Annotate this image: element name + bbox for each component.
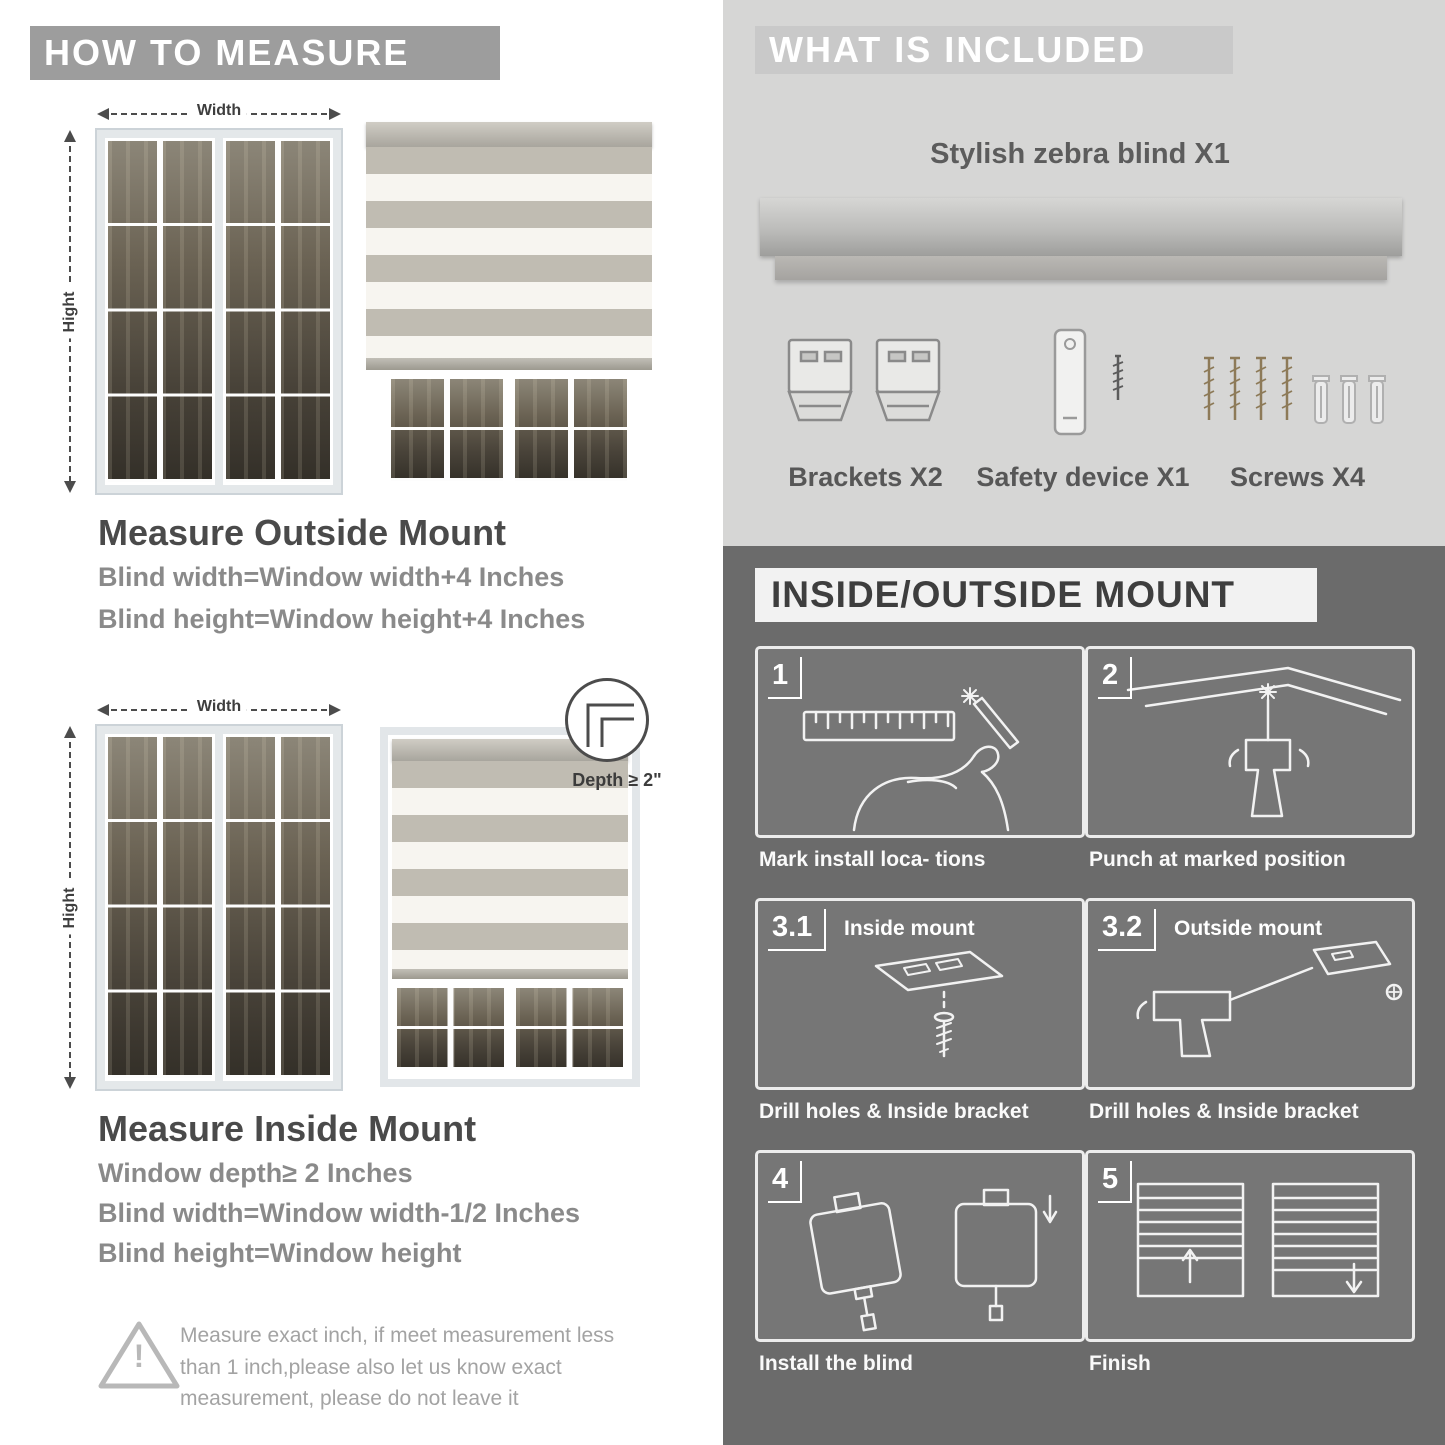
blind-bottomrail	[392, 969, 628, 979]
measure-formula: Blind height=Window height	[98, 1238, 462, 1268]
step-number: 5	[1098, 1161, 1133, 1203]
step-panel-2: 2	[1085, 646, 1415, 838]
outside-bracket-illustration	[1136, 940, 1403, 1058]
step-caption: Drill holes & Inside bracket	[1089, 1100, 1359, 1123]
mark-locations-illustration	[802, 687, 1020, 832]
zebra-blind-valance	[775, 256, 1387, 280]
drill-illustration	[1126, 666, 1402, 818]
zebra-blind-illustration	[366, 122, 652, 490]
outside-mount-title: Measure Outside Mount	[98, 512, 507, 553]
window-muntins	[515, 378, 627, 481]
zebra-blind-label: Stylish zebra blind X1	[930, 138, 1230, 170]
window-muntins	[226, 737, 330, 1078]
blind-bottomrail	[366, 358, 652, 370]
width-arrow: Width	[95, 101, 343, 125]
window-illustration	[95, 128, 343, 495]
mount-instructions-section: INSIDE/OUTSIDE MOUNT 1 Mark install loca…	[723, 546, 1445, 1445]
blind-headrail	[392, 739, 628, 761]
window-sash	[105, 734, 215, 1081]
height-label: Hight	[61, 881, 79, 934]
step-number: 3.2	[1098, 909, 1157, 951]
what-is-included-header: WHAT IS INCLUDED	[755, 26, 1233, 74]
height-label: Hight	[61, 285, 79, 338]
step-inner-label: Inside mount	[844, 917, 975, 940]
window-below-blind	[392, 979, 628, 1075]
window-sash	[223, 138, 333, 485]
window-sash	[394, 985, 507, 1073]
install-blind-illustration	[809, 1188, 1058, 1332]
window-below-blind	[382, 369, 636, 490]
depth-label: Depth ≥ 2"	[572, 770, 662, 790]
warning-mark: !	[133, 1338, 145, 1374]
step-panel-5: 5	[1085, 1150, 1415, 1342]
width-label: Width	[190, 102, 248, 120]
window-muntins	[226, 141, 330, 482]
measure-formula: Blind height=Window height+4 Inches	[98, 604, 586, 634]
inside-bracket-illustration	[874, 950, 1004, 1058]
safety-device-label: Safety device X1	[976, 462, 1190, 492]
screw-icon	[1112, 354, 1124, 400]
step-caption: Punch at marked position	[1089, 848, 1346, 871]
warning-triangle-icon	[98, 1321, 180, 1389]
depth-callout	[565, 678, 649, 762]
what-is-included-section: WHAT IS INCLUDED Stylish zebra blind X1	[723, 0, 1445, 546]
step-panel-3-1: 3.1 Inside mount	[755, 898, 1085, 1090]
width-label: Width	[190, 698, 248, 716]
blind-stripes	[366, 147, 652, 359]
window-sash	[105, 138, 215, 485]
step-panel-3-2: 3.2 Outside mount	[1085, 898, 1415, 1090]
window-muntins	[108, 737, 212, 1078]
window-sash	[388, 375, 506, 484]
step-caption: Drill holes & Inside bracket	[759, 1100, 1029, 1123]
step-number: 3.1	[768, 909, 827, 951]
measure-formula: Window depth≥ 2 Inches	[98, 1158, 413, 1188]
step-caption: Install the blind	[759, 1352, 914, 1375]
measure-formula: Blind width=Window width+4 Inches	[98, 562, 565, 592]
height-arrow: Hight	[56, 724, 84, 1091]
height-arrow: Hight	[56, 128, 84, 495]
blind-stripes	[392, 761, 628, 969]
window-sash	[513, 985, 626, 1073]
warning-text: Measure exact inch, if meet measurement …	[180, 1324, 615, 1410]
window-muntins	[516, 988, 623, 1070]
screws-icon	[1203, 356, 1386, 424]
finish-illustration	[1136, 1182, 1380, 1298]
brackets-icon	[787, 338, 941, 422]
how-to-measure-header: HOW TO MEASURE	[30, 26, 500, 80]
window-illustration	[95, 724, 343, 1091]
mount-header: INSIDE/OUTSIDE MOUNT	[755, 568, 1317, 622]
step-inner-label: Outside mount	[1174, 917, 1323, 940]
safety-device-icon	[1053, 328, 1124, 436]
step-panel-1: 1	[755, 646, 1085, 838]
warning-icon: !	[95, 1316, 183, 1396]
step-panel-4: 4	[755, 1150, 1085, 1342]
step-number: 1	[768, 657, 803, 699]
window-sash	[223, 734, 333, 1081]
window-sash	[512, 375, 630, 484]
window-muntins	[108, 141, 212, 482]
step-number: 2	[1098, 657, 1133, 699]
step-caption: Finish	[1089, 1352, 1151, 1375]
window-corner-icon	[586, 703, 634, 747]
blind-headrail	[366, 122, 652, 148]
step-caption: Mark install loca- tions	[759, 848, 986, 871]
inside-mount-blind-illustration	[380, 727, 640, 1087]
window-muntins	[397, 988, 504, 1070]
screws-label: Screws X4	[1229, 462, 1366, 492]
step-number: 4	[768, 1161, 803, 1203]
brackets-label: Brackets X2	[788, 462, 943, 492]
width-arrow-line-icon	[97, 704, 341, 716]
anchors-icon	[1312, 375, 1386, 424]
window-muntins	[391, 378, 503, 481]
measure-formula: Blind width=Window width-1/2 Inches	[98, 1198, 581, 1228]
zebra-blind-headrail	[760, 198, 1402, 256]
inside-mount-title: Measure Inside Mount	[98, 1108, 477, 1149]
width-arrow: Width	[95, 697, 343, 721]
width-arrow-line-icon	[97, 108, 341, 120]
